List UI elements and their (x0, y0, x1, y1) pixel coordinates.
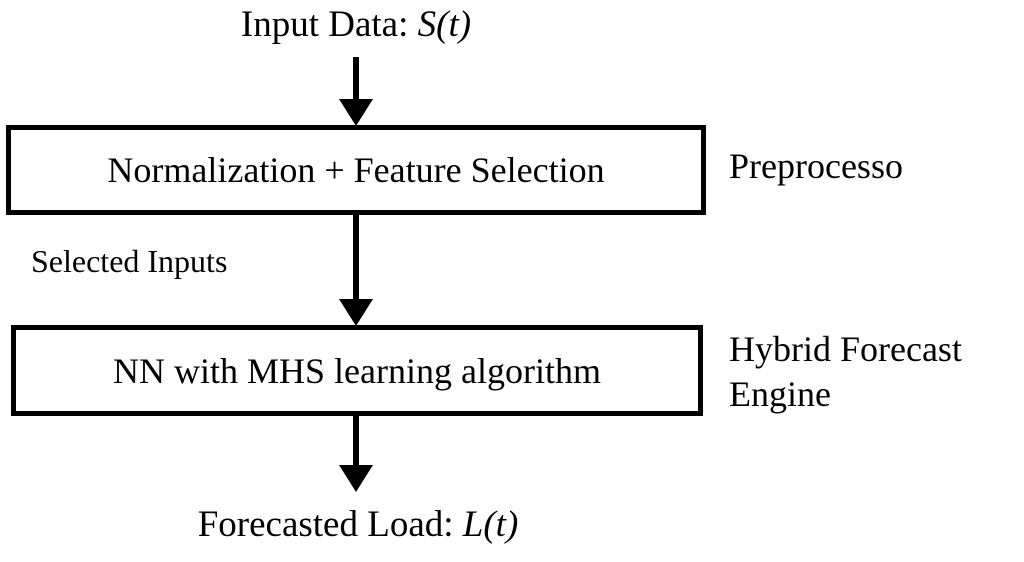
arrow-head-icon (339, 99, 373, 126)
annotation-preprocessor: Preprocesso (729, 146, 903, 186)
arrow-shaft (353, 57, 359, 101)
arrow-head-icon (339, 299, 373, 326)
arrow-input-to-preprocessor (339, 57, 373, 126)
forecasted-load-text: Forecasted Load: (197, 504, 463, 545)
block-preprocessor-label: Normalization + Feature Selection (107, 150, 605, 190)
arrow-shaft (353, 416, 359, 467)
input-data-variable: S(t) (417, 4, 472, 45)
arrow-engine-to-output (339, 416, 373, 492)
input-data-text: Input Data: (240, 4, 418, 45)
arrow-preprocessor-to-engine (339, 215, 373, 326)
forecasted-load-label: Forecasted Load: L(t) (0, 504, 716, 545)
edge-label-selected-inputs: Selected Inputs (31, 243, 228, 279)
block-preprocessor[interactable]: Normalization + Feature Selection (6, 125, 706, 215)
input-data-label: Input Data: S(t) (0, 4, 712, 45)
block-forecast-engine-label: NN with MHS learning algorithm (113, 350, 601, 391)
forecasted-load-variable: L(t) (462, 504, 519, 545)
annotation-forecast-engine: Hybrid Forecast Engine (729, 329, 962, 415)
block-forecast-engine[interactable]: NN with MHS learning algorithm (11, 325, 703, 416)
arrow-shaft (353, 215, 359, 301)
arrow-head-icon (339, 465, 373, 492)
